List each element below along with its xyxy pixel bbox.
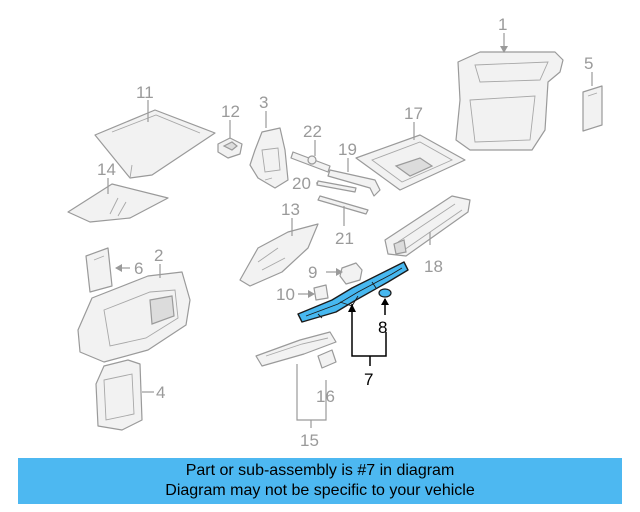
exploded-parts-diagram: 11 12 3 22 19 20 21: [67, 15, 603, 450]
part-8-clip: [378, 288, 392, 315]
callout-10: 10: [276, 285, 295, 304]
part-5-small-panel: [582, 72, 603, 132]
callout-22: 22: [303, 122, 322, 141]
callout-16: 16: [316, 387, 335, 406]
banner-line-2: Diagram may not be specific to your vehi…: [165, 482, 475, 499]
part-2-quarter-trim-panel: [77, 264, 191, 363]
part-17-storage-tray: [355, 122, 466, 191]
part-4-storage-box: [95, 359, 154, 431]
part-18-jack: [384, 195, 471, 257]
part-11-cargo-floor-mat: [94, 100, 216, 179]
callout-20: 20: [292, 174, 311, 193]
part-20-rod: [316, 180, 357, 193]
part-1-quarter-trim-panel: [455, 33, 564, 151]
callout-4: 4: [156, 383, 165, 402]
callout-1: 1: [498, 15, 507, 34]
part-6-small-panel: [85, 247, 130, 293]
part-19-jack-handle: [327, 158, 381, 197]
callout-14: 14: [97, 160, 116, 179]
callout-21: 21: [335, 229, 354, 248]
callout-11: 11: [136, 83, 154, 102]
callout-12: 12: [221, 102, 240, 121]
part-14-cargo-mat: [67, 178, 169, 223]
callout-7-leader: [348, 304, 387, 366]
callout-7: 7: [364, 370, 373, 389]
callout-8: 8: [378, 318, 387, 337]
part-13-trim-piece: [239, 218, 319, 287]
callout-3: 3: [259, 93, 268, 112]
part-16-cap: [317, 349, 337, 369]
banner-line-1: Part or sub-assembly is #7 in diagram: [185, 462, 455, 479]
part-10-fastener: [298, 284, 329, 301]
part-15-sill-trim: [255, 331, 337, 428]
callout-18: 18: [424, 257, 443, 276]
callout-17: 17: [404, 104, 423, 123]
part-7-highlighted-sill-plate: [297, 261, 409, 323]
part-22-tool: [290, 140, 331, 173]
part-21-bar: [317, 195, 369, 226]
callout-6: 6: [134, 259, 143, 278]
callout-9: 9: [308, 263, 317, 282]
part-9-clip: [326, 262, 363, 285]
callout-13: 13: [281, 200, 300, 219]
callout-2: 2: [154, 246, 163, 265]
info-banner: Part or sub-assembly is #7 in diagram Di…: [18, 458, 622, 504]
part-3-bracket: [249, 111, 289, 189]
callout-15: 15: [300, 431, 319, 450]
part-12-clip: [217, 120, 243, 159]
callout-19: 19: [338, 140, 357, 159]
callout-5: 5: [584, 54, 593, 73]
